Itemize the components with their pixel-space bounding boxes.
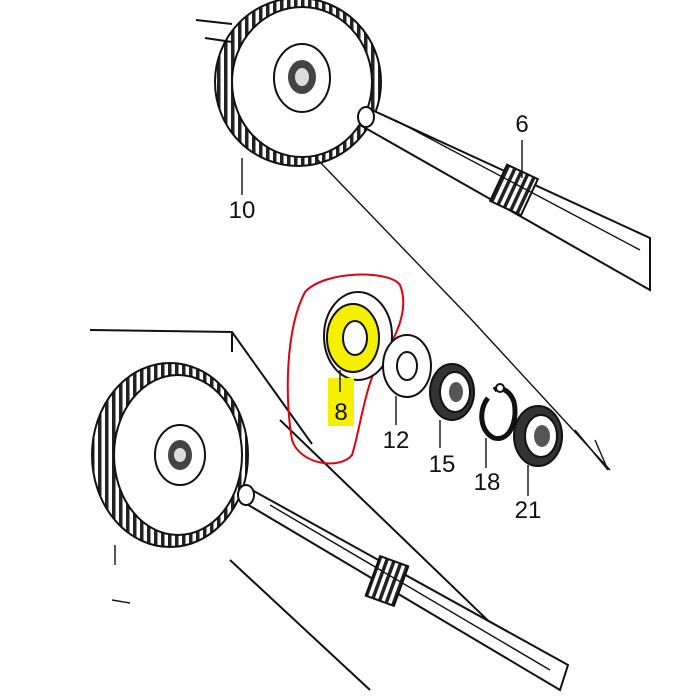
lower-gear bbox=[91, 362, 249, 548]
callout-12: 12 bbox=[383, 427, 410, 454]
part-8-highlighted bbox=[286, 273, 405, 465]
upper-shaft bbox=[357, 106, 651, 292]
callout-8-highlight bbox=[328, 378, 354, 426]
lower-shaft bbox=[237, 484, 570, 692]
callout-8: 8 bbox=[334, 399, 347, 426]
callout-21: 21 bbox=[515, 497, 542, 524]
callout-10: 10 bbox=[229, 197, 256, 224]
part-21 bbox=[513, 405, 563, 467]
callout-15: 15 bbox=[429, 451, 456, 478]
part-18 bbox=[479, 383, 518, 441]
callout-18: 18 bbox=[474, 469, 501, 496]
upper-gear bbox=[214, 0, 382, 167]
part-15 bbox=[429, 363, 475, 421]
part-12 bbox=[382, 334, 432, 398]
part-8-outline bbox=[286, 273, 405, 465]
callout-6: 6 bbox=[515, 111, 528, 138]
